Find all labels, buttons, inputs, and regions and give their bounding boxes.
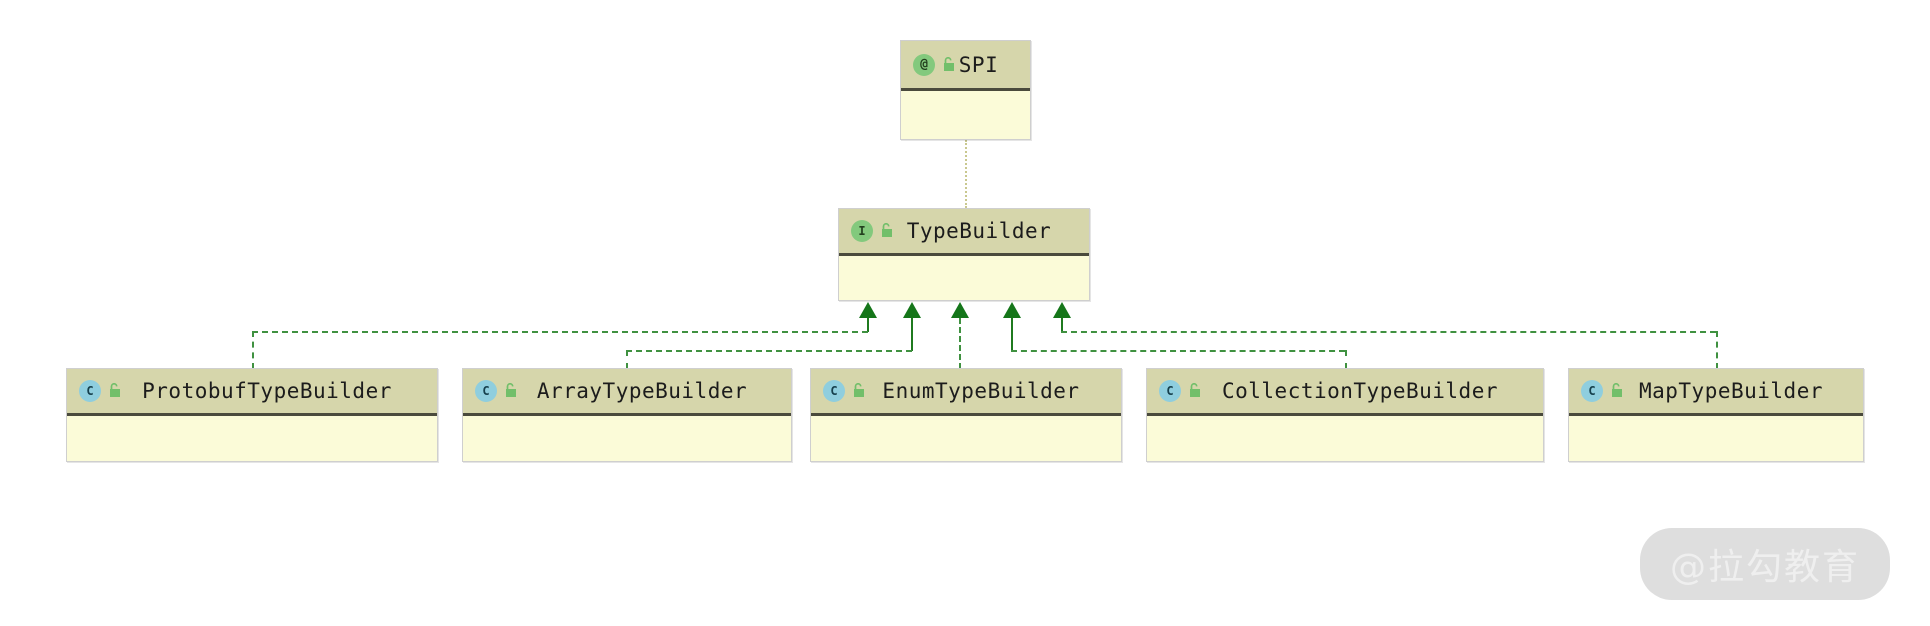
uml-node-array-type-builder-title: ArrayTypeBuilder	[536, 379, 748, 403]
edge-array-drop	[626, 350, 628, 369]
interface-icon: I	[851, 220, 873, 242]
public-visibility-icon	[1612, 383, 1622, 397]
uml-node-protobuf-type-builder-body	[67, 416, 437, 460]
uml-node-protobuf-type-builder-header: C ProtobufTypeBuilder	[67, 369, 437, 416]
uml-node-spi-title: SPI	[958, 52, 999, 77]
public-visibility-icon	[506, 383, 516, 397]
uml-node-collection-type-builder-body	[1147, 416, 1543, 460]
arrowhead-array	[903, 302, 921, 318]
arrowhead-collection	[1003, 302, 1021, 318]
annotation-icon: @	[913, 53, 935, 76]
uml-node-collection-type-builder[interactable]: C CollectionTypeBuilder	[1146, 368, 1544, 462]
uml-node-type-builder-header: I TypeBuilder	[839, 209, 1089, 256]
arrowhead-map	[1053, 302, 1071, 318]
uml-node-array-type-builder-icons: C	[475, 380, 518, 402]
public-visibility-icon	[1190, 383, 1200, 397]
uml-node-collection-type-builder-header: C CollectionTypeBuilder	[1147, 369, 1543, 416]
uml-node-array-type-builder-header: C ArrayTypeBuilder	[463, 369, 791, 416]
public-visibility-icon	[110, 383, 120, 397]
uml-node-spi-header: @ SPI	[901, 41, 1030, 91]
public-visibility-icon	[944, 56, 954, 71]
edge-collection-run	[1011, 350, 1345, 352]
uml-node-spi-body	[901, 91, 1030, 138]
edge-collection-stub	[1011, 318, 1013, 351]
uml-node-map-type-builder[interactable]: C MapTypeBuilder	[1568, 368, 1864, 462]
edge-enum-drop	[959, 318, 961, 369]
uml-node-map-type-builder-icons: C	[1581, 380, 1624, 402]
uml-node-type-builder-title: TypeBuilder	[906, 219, 1052, 243]
arrowhead-protobuf	[859, 302, 877, 318]
edge-spi-to-type-builder	[965, 140, 967, 208]
uml-node-map-type-builder-header: C MapTypeBuilder	[1569, 369, 1863, 416]
class-icon: C	[475, 380, 497, 402]
edge-array-run	[626, 350, 912, 352]
class-icon: C	[823, 380, 845, 402]
uml-node-collection-type-builder-title: CollectionTypeBuilder	[1221, 379, 1498, 403]
uml-node-enum-type-builder[interactable]: C EnumTypeBuilder	[810, 368, 1122, 462]
uml-node-protobuf-type-builder-icons: C	[79, 380, 122, 402]
edge-protobuf-stub	[867, 318, 869, 332]
uml-node-collection-type-builder-icons: C	[1159, 380, 1202, 402]
edge-map-drop	[1716, 331, 1718, 369]
uml-node-spi-icons: @	[913, 53, 956, 76]
edge-protobuf-run	[252, 331, 868, 333]
arrowhead-enum	[951, 302, 969, 318]
uml-node-protobuf-type-builder[interactable]: C ProtobufTypeBuilder	[66, 368, 438, 462]
uml-node-map-type-builder-title: MapTypeBuilder	[1638, 379, 1823, 403]
class-icon: C	[79, 380, 101, 402]
uml-node-protobuf-type-builder-title: ProtobufTypeBuilder	[142, 379, 392, 403]
uml-node-enum-type-builder-title: EnumTypeBuilder	[882, 379, 1080, 403]
watermark: @拉勾教育	[1640, 528, 1890, 600]
class-icon: C	[1581, 380, 1603, 402]
edge-map-run	[1061, 331, 1716, 333]
uml-node-type-builder-body	[839, 256, 1089, 299]
edge-protobuf-drop	[252, 331, 254, 369]
uml-node-spi[interactable]: @ SPI	[900, 40, 1031, 140]
edge-collection-drop	[1345, 350, 1347, 369]
uml-node-enum-type-builder-header: C EnumTypeBuilder	[811, 369, 1121, 416]
uml-node-type-builder-icons: I	[851, 220, 894, 242]
class-icon: C	[1159, 380, 1181, 402]
uml-node-type-builder[interactable]: I TypeBuilder	[838, 208, 1090, 301]
uml-node-enum-type-builder-body	[811, 416, 1121, 460]
uml-node-array-type-builder[interactable]: C ArrayTypeBuilder	[462, 368, 792, 462]
edge-array-stub	[911, 318, 913, 351]
uml-node-map-type-builder-body	[1569, 416, 1863, 460]
edge-map-stub	[1061, 318, 1063, 332]
uml-node-enum-type-builder-icons: C	[823, 380, 866, 402]
public-visibility-icon	[854, 383, 864, 397]
uml-node-array-type-builder-body	[463, 416, 791, 460]
public-visibility-icon	[882, 223, 892, 237]
